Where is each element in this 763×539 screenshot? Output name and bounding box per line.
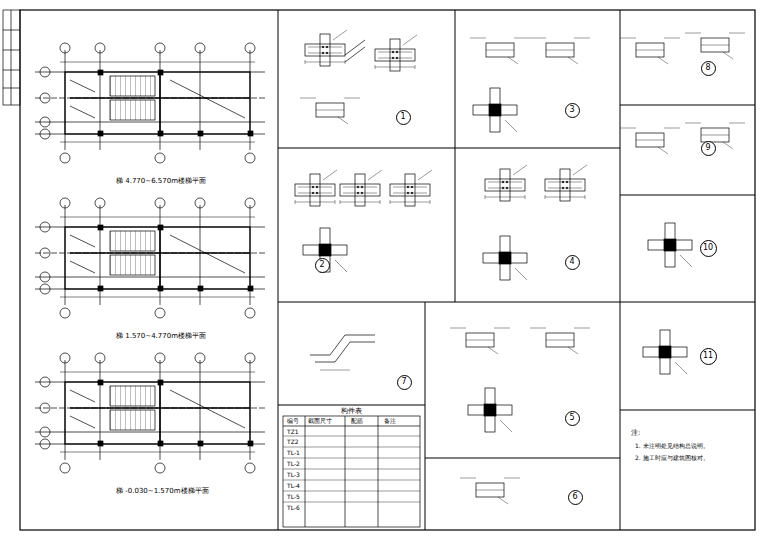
note-heading: 注: xyxy=(630,430,641,437)
table-header: 备注 xyxy=(383,418,397,424)
note-text: 2. 施工时应与建筑图核对。 xyxy=(634,455,710,461)
callout-number: 7 xyxy=(401,378,406,386)
table-cell: TZ2 xyxy=(286,439,300,445)
detail-callout-circle: 4 xyxy=(565,255,580,270)
callout-number: 5 xyxy=(569,414,574,422)
detail-callout-circle: 3 xyxy=(565,103,580,118)
plan-title: 梯 -0.030~1.570m楼梯平面 xyxy=(115,488,210,495)
detail-callout-circle: 9 xyxy=(701,141,716,156)
callout-number: 2 xyxy=(319,261,324,269)
detail-callout-circle: 7 xyxy=(397,375,412,390)
callout-number: 6 xyxy=(572,493,577,501)
plan-title: 梯 4.770~6.570m楼梯平面 xyxy=(115,178,207,185)
callout-number: 4 xyxy=(569,258,574,266)
detail-callout-circle: 6 xyxy=(568,490,583,505)
detail-callout-circle: 2 xyxy=(315,258,330,273)
plan-title: 梯 1.570~4.770m楼梯平面 xyxy=(115,333,207,340)
detail-callout-circle: 11 xyxy=(700,348,717,365)
callout-number: 1 xyxy=(400,113,405,121)
detail-callout-circle: 1 xyxy=(396,110,411,125)
callout-number: 3 xyxy=(569,106,574,114)
callout-number: 9 xyxy=(705,144,710,152)
callout-number: 10 xyxy=(703,244,713,252)
table-cell: TL-6 xyxy=(286,505,301,511)
table-cell: TL-4 xyxy=(286,483,301,489)
table-cell: TZ1 xyxy=(286,429,300,435)
table-cell: TL-2 xyxy=(286,461,301,467)
table-cell: TL-1 xyxy=(286,450,301,456)
table-cell: TL-5 xyxy=(286,494,301,500)
table-header: 配筋 xyxy=(350,418,364,424)
table-header: 截面尺寸 xyxy=(307,418,333,424)
detail-callout-circle: 10 xyxy=(700,240,717,257)
callout-number: 11 xyxy=(703,352,713,360)
callout-number: 8 xyxy=(705,64,710,72)
table-title: 构件表 xyxy=(340,408,363,415)
table-header: 编号 xyxy=(286,418,300,424)
detail-callout-circle: 8 xyxy=(701,61,716,76)
table-cell: TL-3 xyxy=(286,472,301,478)
detail-callout-circle: 5 xyxy=(565,411,580,426)
note-text: 1. 未注明处见结构总说明。 xyxy=(634,443,710,449)
